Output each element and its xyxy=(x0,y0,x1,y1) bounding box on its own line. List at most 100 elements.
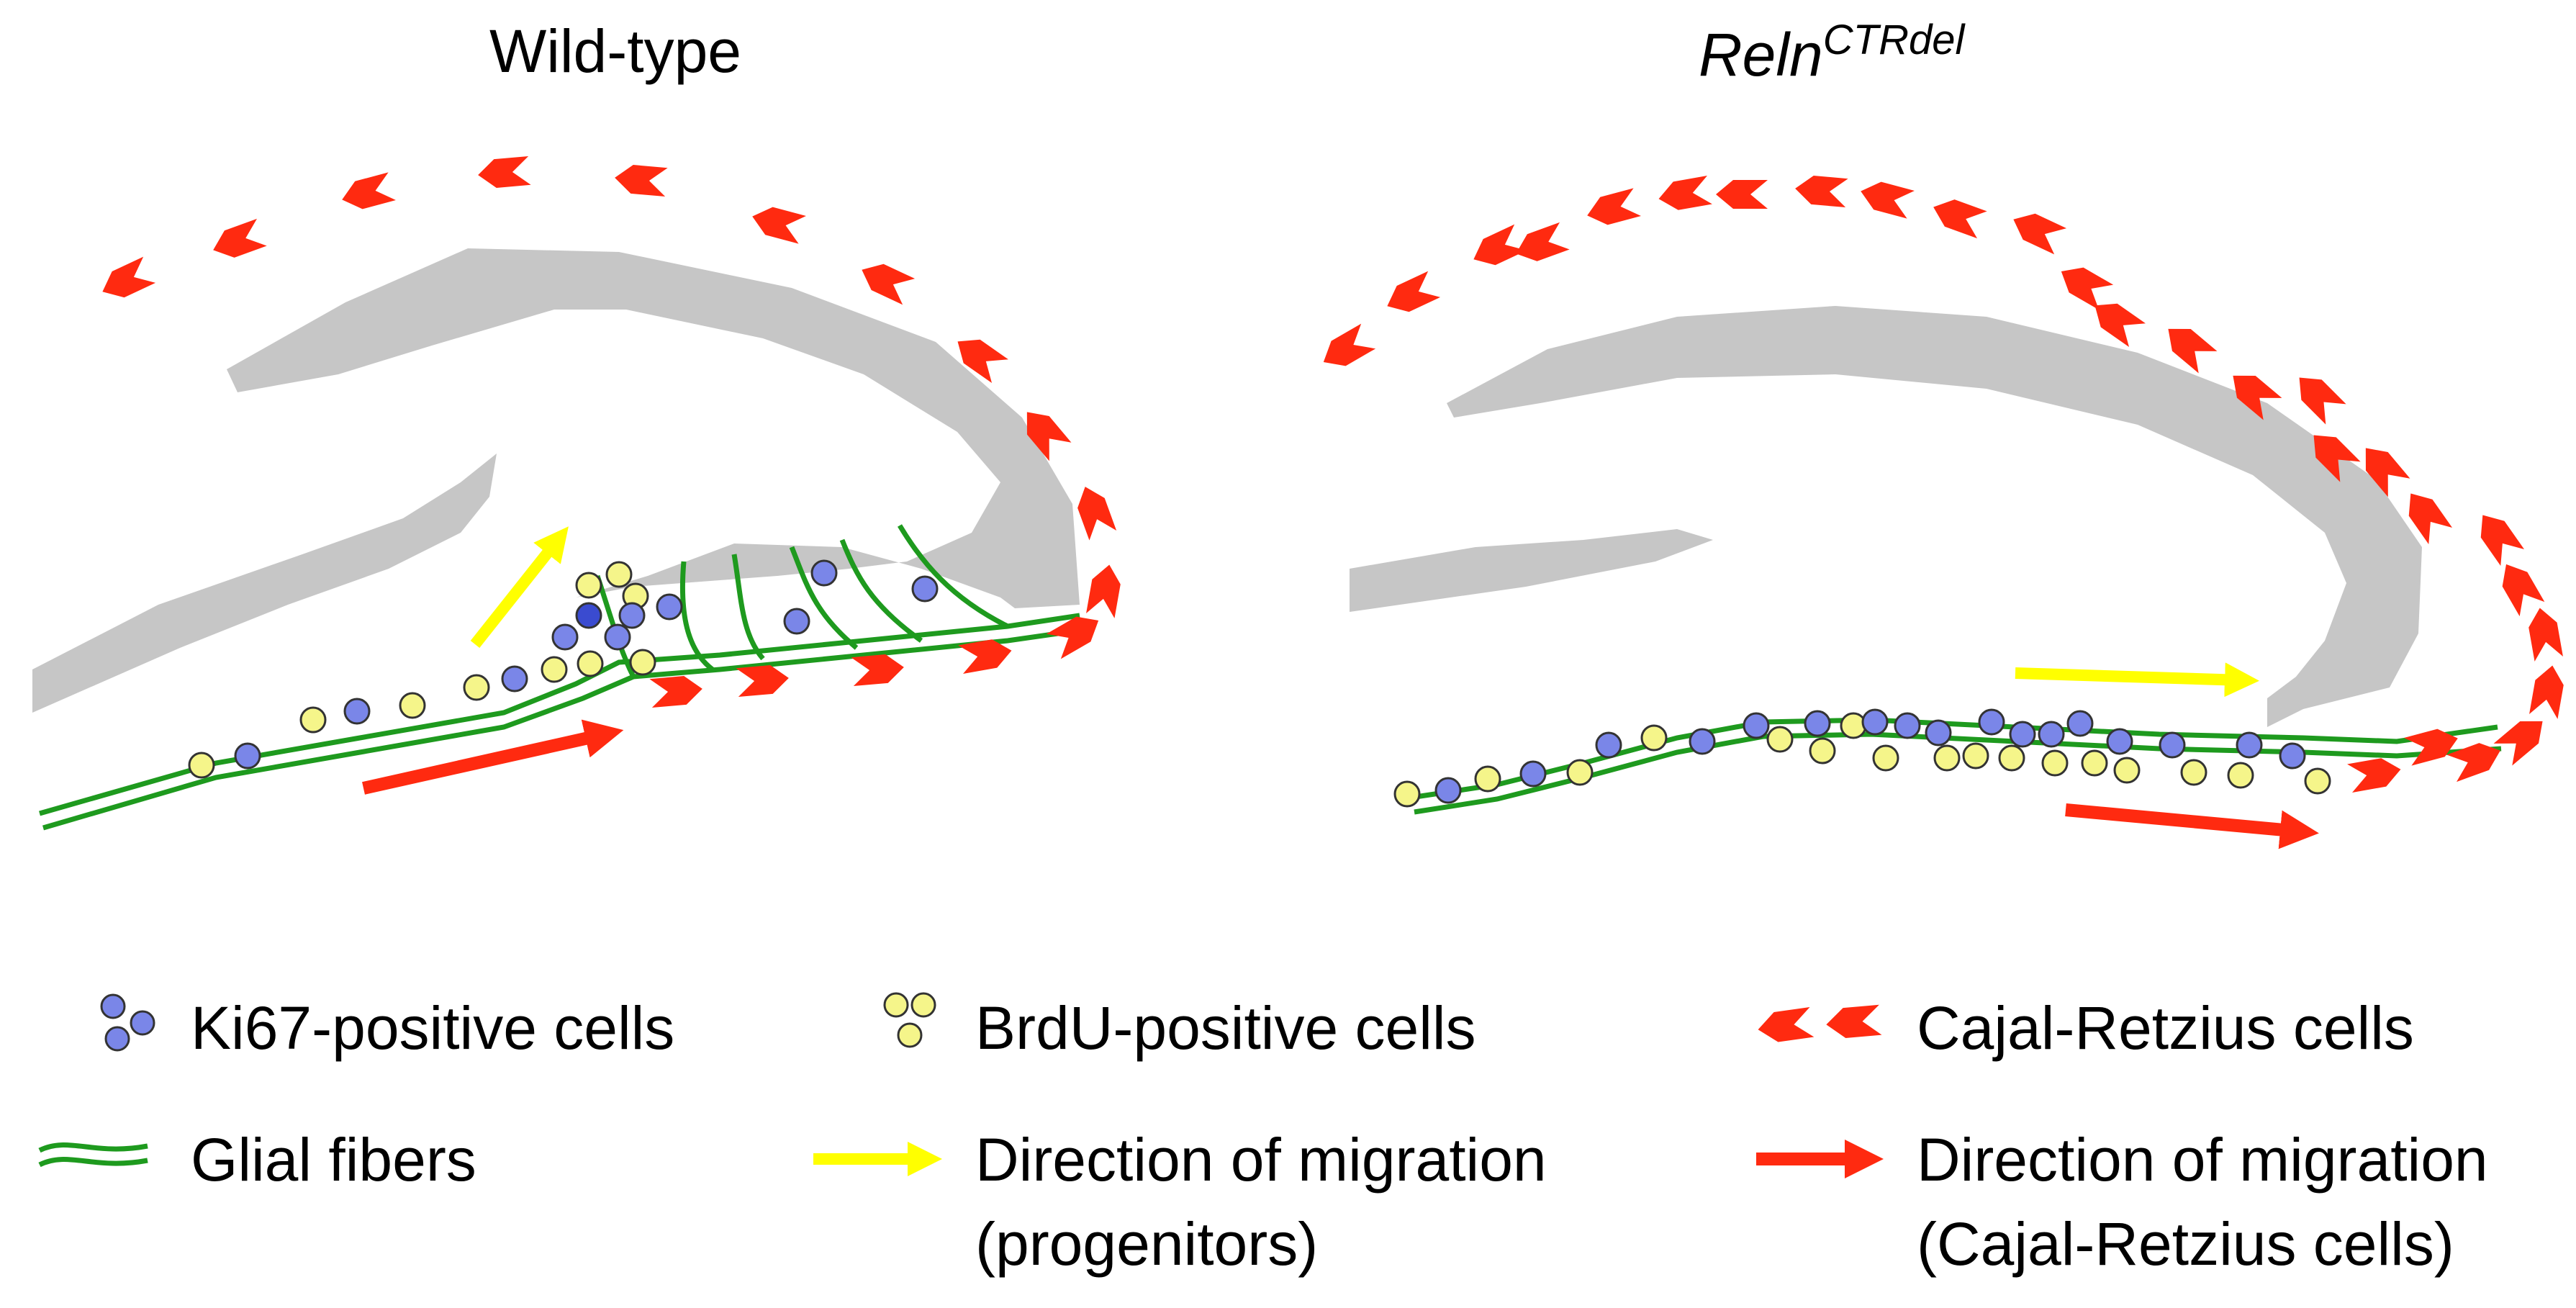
cr-cell xyxy=(851,652,905,687)
cr-cell xyxy=(1511,222,1570,268)
wt-cr-migration-arrow xyxy=(362,719,624,795)
cr-cell xyxy=(476,155,531,190)
cr-cell xyxy=(649,674,704,708)
cr-cell xyxy=(2526,605,2563,662)
mut-progenitor-migration-arrow xyxy=(2015,662,2259,698)
ki67-cell xyxy=(1743,712,1770,739)
ki67-cell xyxy=(2066,710,2094,737)
brdu-cell xyxy=(299,706,327,734)
cr-cell xyxy=(1380,271,1441,320)
brdu-cell xyxy=(1640,724,1668,752)
legend-cr-direction: Direction of migration (Cajal-Retzius ce… xyxy=(1756,1126,2488,1278)
legend-progenitor-direction: Direction of migration (progenitors) xyxy=(813,1126,1547,1278)
brdu-cell xyxy=(1766,726,1794,753)
ki67-cell xyxy=(1925,719,1952,747)
cr-cell xyxy=(2446,736,2505,782)
ki67-cell xyxy=(2279,742,2306,770)
brdu-cell xyxy=(2180,759,2207,786)
cr-cell xyxy=(855,256,916,305)
brdu-cell xyxy=(1872,744,1899,772)
brdu-cell xyxy=(605,561,633,588)
brdu-cell xyxy=(2081,749,2108,777)
legend-brdu-symbol xyxy=(883,992,936,1048)
brdu-cell xyxy=(1474,765,1501,793)
cr-cell xyxy=(1857,177,1915,219)
ki67-cell xyxy=(234,742,261,770)
brdu-cell xyxy=(2304,767,2331,795)
brdu-cell xyxy=(463,674,490,701)
mut-grey-layer-lower xyxy=(1350,529,1713,612)
cr-cell xyxy=(2470,507,2525,566)
legend-glial: Glial fibers xyxy=(38,1126,476,1194)
ki67-cell xyxy=(1434,777,1462,804)
legend-glial-label: Glial fibers xyxy=(191,1126,476,1194)
ki67-cell xyxy=(656,593,683,621)
cr-cell xyxy=(1071,482,1117,541)
ki67-cell xyxy=(911,575,939,603)
mut-grey-layer-upper xyxy=(1447,306,2422,727)
legend: Ki67-positive cells BrdU-positive cells … xyxy=(38,992,2488,1278)
cr-cell xyxy=(208,218,267,264)
brdu-cell xyxy=(399,692,426,719)
legend-ki67-symbol xyxy=(100,993,155,1052)
panel-title-superscript: CTRdel xyxy=(1823,17,1966,63)
cr-cell xyxy=(2347,755,2403,793)
ki67-cell xyxy=(551,623,579,651)
cr-cell xyxy=(1467,224,1527,273)
cr-cell xyxy=(2529,663,2567,719)
wt-grey-layer-upper xyxy=(227,248,1080,608)
cr-cell xyxy=(2289,367,2346,425)
ki67-cell xyxy=(2038,721,2065,748)
wt-grey-layer-lower xyxy=(32,454,497,713)
cr-cell xyxy=(1716,180,1768,209)
legend-cr-direction-line2: (Cajal-Retzius cells) xyxy=(1917,1210,2454,1278)
wt-ki67-cells xyxy=(234,559,939,770)
cr-cell xyxy=(2404,724,2462,766)
brdu-cell xyxy=(1933,744,1961,772)
mut-ki67-cells xyxy=(1434,708,2306,804)
legend-ki67-label: Ki67-positive cells xyxy=(191,994,674,1062)
brdu-cell xyxy=(1998,744,2025,772)
ki67-cell xyxy=(2106,728,2133,755)
legend-brdu-label: BrdU-positive cells xyxy=(975,994,1476,1062)
wt-progenitor-migration-arrow xyxy=(470,526,569,648)
cr-cell xyxy=(2493,556,2545,617)
brdu-cell xyxy=(2041,749,2069,777)
ki67-cell xyxy=(783,608,810,635)
cr-cell xyxy=(2053,258,2114,310)
mut-cajal-retzius-cells xyxy=(1316,173,2567,793)
brdu-cell xyxy=(2227,762,2254,789)
wt-brdu-cells xyxy=(188,561,656,779)
cr-cell xyxy=(96,256,156,305)
legend-brdu: BrdU-positive cells xyxy=(883,992,1476,1062)
legend-cr-symbol xyxy=(1755,1004,1882,1045)
panel-title-base: Reln xyxy=(1699,21,1823,89)
brdu-cell xyxy=(1962,742,1989,770)
ki67-cell xyxy=(1689,728,1716,755)
cr-cell xyxy=(338,172,396,214)
reln-ctrdel-panel xyxy=(1316,173,2567,849)
ki67-cell xyxy=(618,602,646,629)
panel-title-reln-ctrdel: RelnCTRdel xyxy=(1699,17,1966,89)
ki67-cell xyxy=(2159,731,2186,759)
cr-cell xyxy=(1086,562,1124,618)
cr-cell xyxy=(2493,710,2552,766)
ki67-cell xyxy=(1894,712,1921,739)
ki67-cell xyxy=(1595,731,1622,759)
wild-type-panel xyxy=(32,155,1124,831)
brdu-cell xyxy=(541,656,568,683)
cr-cell xyxy=(613,163,668,197)
ki67-cell xyxy=(1519,760,1547,788)
cr-cell xyxy=(736,663,790,698)
brdu-cell xyxy=(629,649,656,676)
ki67-cell xyxy=(343,698,371,725)
cr-cell xyxy=(1794,173,1848,208)
legend-progenitor-line2: (progenitors) xyxy=(975,1210,1318,1278)
legend-cr-label: Cajal-Retzius cells xyxy=(1917,994,2414,1062)
brdu-cell xyxy=(1393,780,1421,808)
ki67-cell xyxy=(604,623,631,651)
brdu-cell xyxy=(577,650,604,677)
legend-cr-direction-line1: Direction of migration xyxy=(1917,1126,2488,1194)
brdu-cell xyxy=(2113,757,2141,784)
